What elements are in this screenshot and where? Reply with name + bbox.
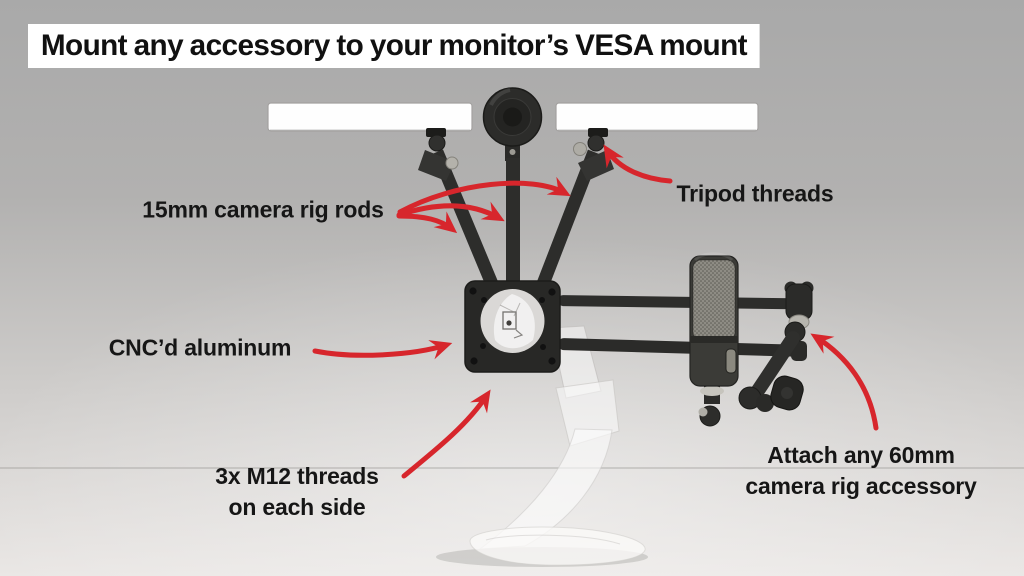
light-bar-left	[267, 102, 473, 132]
arrow-to-tripod-threads	[603, 144, 673, 184]
light-bar-right	[555, 102, 759, 132]
callout-m12-label: 3x M12 threads on each side	[215, 461, 379, 523]
webcam-puck	[482, 87, 543, 161]
callout-cnc-label: CNC’d aluminum	[108, 334, 292, 361]
rig-rod-left	[418, 128, 498, 287]
callout-attach-line2: camera rig accessory	[745, 473, 977, 499]
callout-attach-line1: Attach any 60mm	[767, 442, 955, 468]
callout-rods-label: 15mm camera rig rods	[142, 196, 384, 223]
transparent-monitor-arm	[436, 325, 648, 567]
horizontal-rail-bottom	[557, 338, 807, 361]
callout-m12-line2: on each side	[228, 494, 366, 520]
articulating-arm	[738, 281, 814, 412]
page-title: Mount any accessory to your monitor’s VE…	[40, 29, 748, 62]
callout-tripod-label: Tripod threads	[676, 180, 834, 207]
callout-m12-line1: 3x M12 threads	[215, 463, 379, 489]
title-banner: Mount any accessory to your monitor’s VE…	[28, 24, 760, 68]
vesa-plate	[464, 280, 561, 373]
microphone	[689, 252, 739, 427]
rig-rod-center	[506, 158, 520, 288]
arrow-to-m12-threads	[401, 389, 491, 479]
arrow-to-arm-accessory	[810, 333, 879, 431]
callout-attach-label: Attach any 60mm camera rig accessory	[745, 440, 976, 502]
rig-rod-right	[536, 128, 614, 287]
arrow-to-vesa-plate	[312, 340, 453, 360]
arrow-to-rig-rods	[396, 176, 571, 234]
horizontal-rail-top	[557, 295, 798, 310]
